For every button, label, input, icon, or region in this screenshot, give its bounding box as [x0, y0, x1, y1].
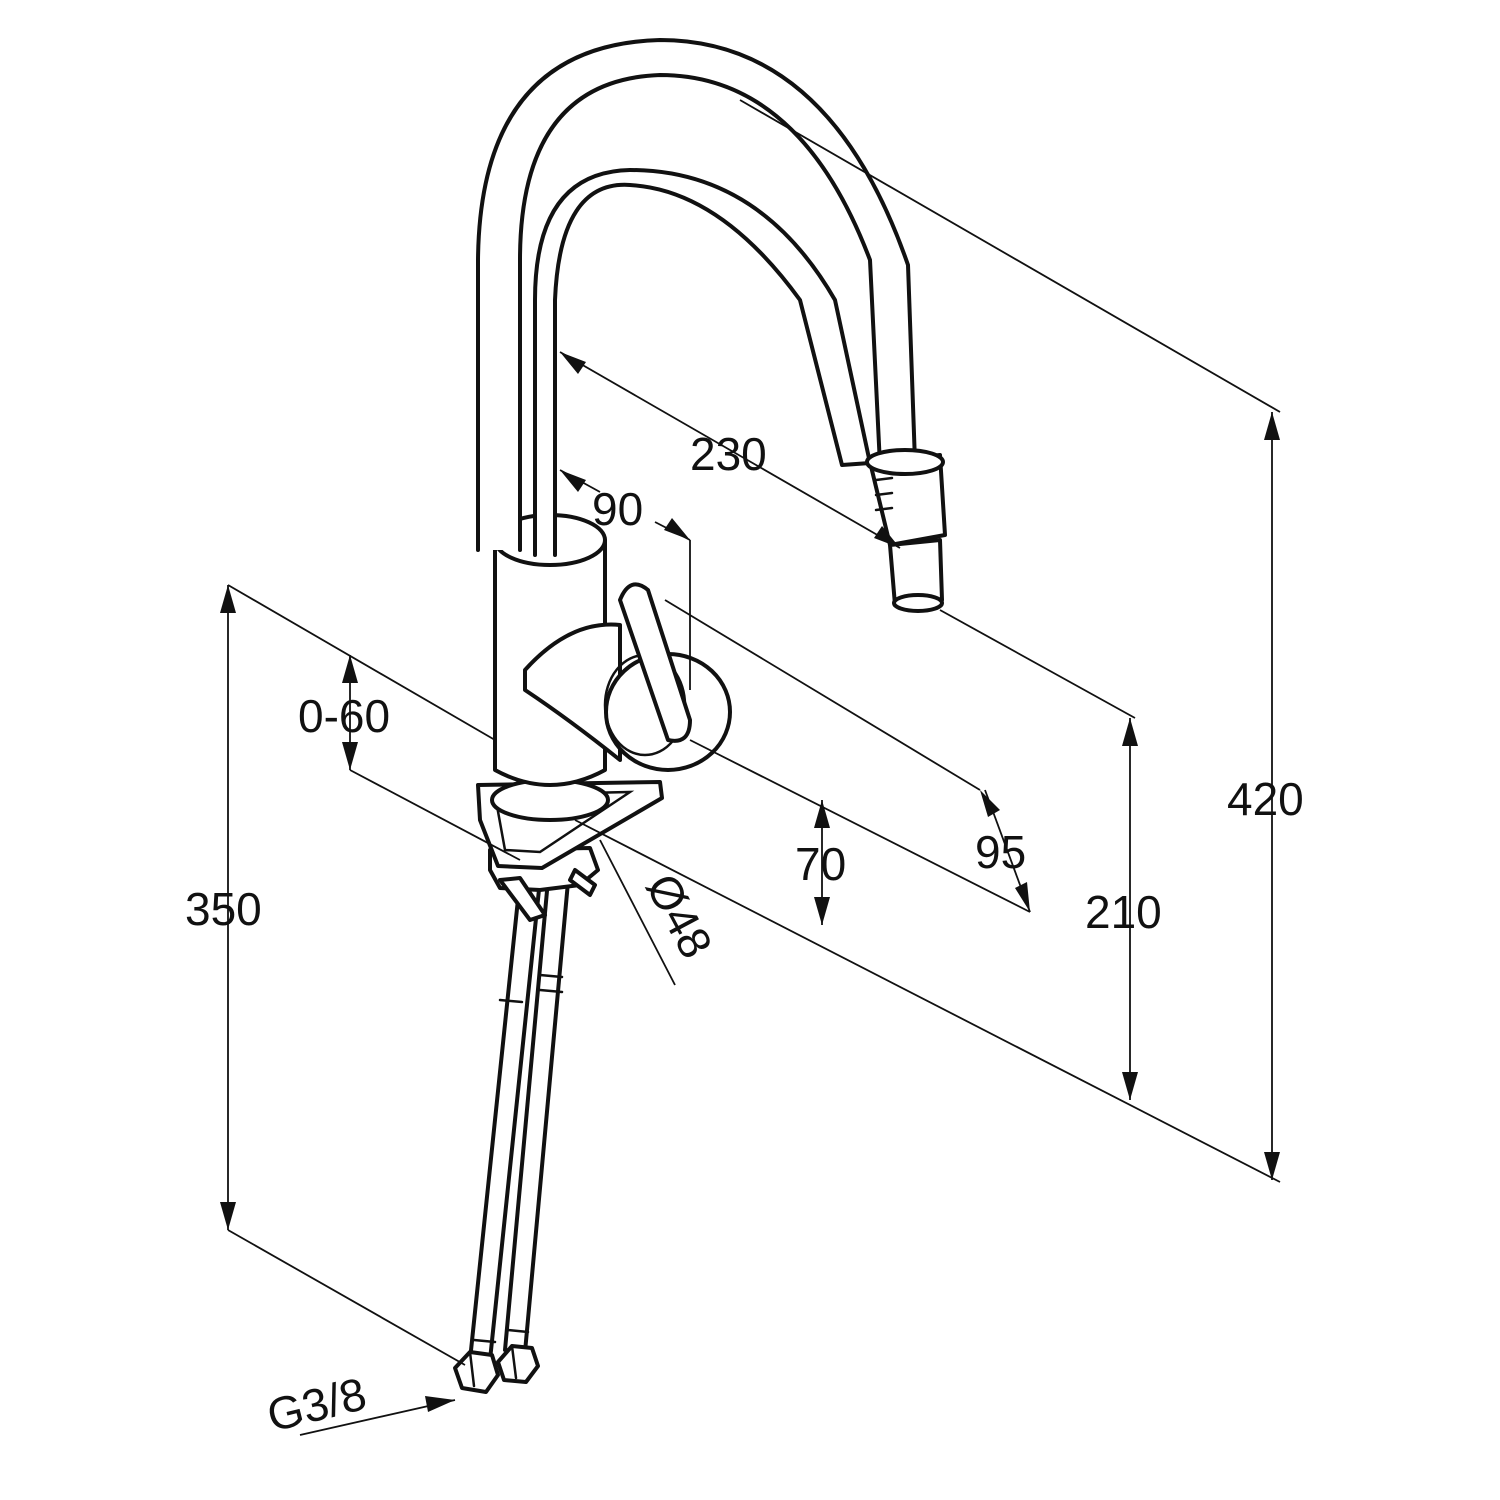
arrow-90-right: [664, 518, 690, 540]
label-g38: G3/8: [262, 1367, 371, 1442]
dimension-labels: 230 90 0-60 350 95 70 210 420 Ø48 G3/8: [185, 428, 1304, 1442]
label-210: 210: [1085, 886, 1162, 938]
arrow-420-top: [1264, 412, 1280, 440]
label-230: 230: [690, 428, 767, 480]
lever-handle: [618, 582, 692, 743]
arrow-350-top: [220, 585, 236, 613]
base-plate: [476, 778, 664, 870]
label-diameter-48: Ø48: [636, 865, 723, 966]
arrow-230-right: [874, 526, 900, 548]
label-70: 70: [795, 838, 846, 890]
supply-hoses: [468, 878, 570, 1362]
arrow-060-bottom: [342, 742, 358, 770]
label-90: 90: [592, 483, 643, 535]
hex-nut-right: [496, 1344, 540, 1384]
hex-nut-left: [453, 1350, 500, 1394]
spray-head: [865, 448, 947, 613]
arrow-70-bottom: [814, 897, 830, 925]
arrow-g38: [425, 1396, 455, 1412]
label-95: 95: [975, 826, 1026, 878]
arrow-210-bottom: [1122, 1072, 1138, 1100]
arrow-90-left: [560, 470, 586, 492]
arrow-420-bottom: [1264, 1152, 1280, 1180]
faucet-outline: [453, 38, 947, 1394]
label-350: 350: [185, 883, 262, 935]
label-420: 420: [1227, 773, 1304, 825]
arrow-210-top: [1122, 718, 1138, 746]
arrow-70-top: [814, 800, 830, 828]
arrow-95-top: [980, 790, 1000, 817]
arrow-95-bottom: [1015, 882, 1030, 912]
arrow-230-left: [560, 352, 586, 374]
dimension-lines: [220, 99, 1281, 1436]
spout: [476, 38, 917, 557]
arrow-060-top: [342, 655, 358, 683]
arrow-350-bottom: [220, 1202, 236, 1230]
label-0-60: 0-60: [298, 690, 390, 742]
